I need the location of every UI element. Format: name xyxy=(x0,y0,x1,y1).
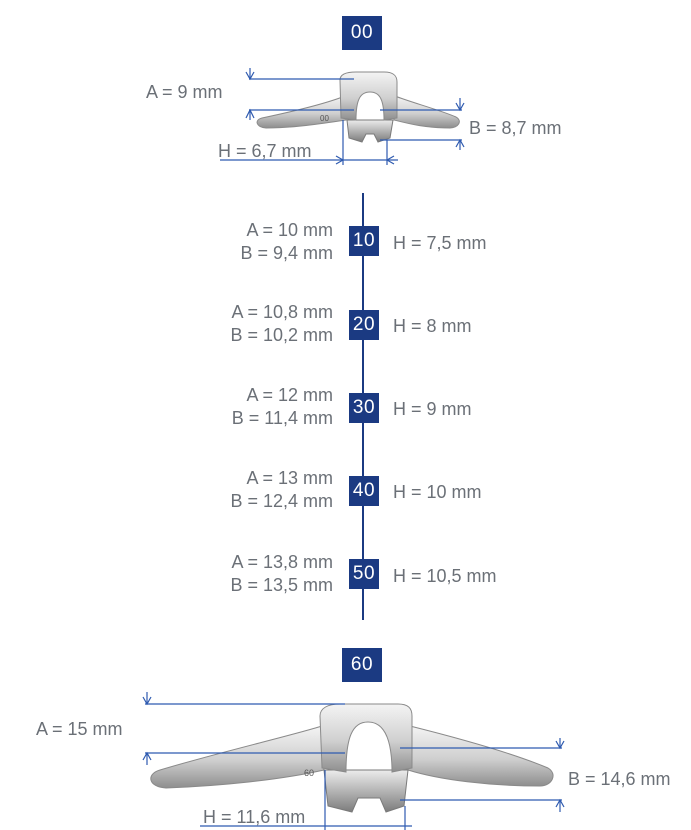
size-badge-10: 10 xyxy=(349,226,379,256)
dimension-b-label-00: B = 8,7 mm xyxy=(469,118,562,138)
dimension-h-label-50: H = 10,5 mm xyxy=(393,566,497,586)
dimension-a-label-60: A = 15 mm xyxy=(36,719,123,739)
dimension-a-label-00: A = 9 mm xyxy=(146,82,223,102)
size-badge-50: 50 xyxy=(349,559,379,589)
product-size-00: 00 xyxy=(256,71,460,143)
dimension-h-label-30: H = 9 mm xyxy=(393,399,472,419)
dimension-a-label-30: A = 12 mm xyxy=(246,385,333,405)
product-size-60: 60 xyxy=(150,703,554,813)
dimension-a-label-20: A = 10,8 mm xyxy=(231,302,333,322)
svg-text:00: 00 xyxy=(320,114,329,123)
size-badge-30: 30 xyxy=(349,393,379,423)
dimension-h-label-20: H = 8 mm xyxy=(393,316,472,336)
dimension-lines-top xyxy=(220,68,465,165)
size-badge-00: 00 xyxy=(342,16,382,50)
dimension-b-label-60: B = 14,6 mm xyxy=(568,769,671,789)
dimension-h-label-10: H = 7,5 mm xyxy=(393,233,487,253)
dimension-lines-bottom xyxy=(142,692,565,830)
dimension-b-label-30: B = 11,4 mm xyxy=(231,408,333,428)
dimension-b-label-20: B = 10,2 mm xyxy=(230,325,333,345)
dimension-h-label-00: H = 6,7 mm xyxy=(218,141,312,161)
dimension-b-label-50: B = 13,5 mm xyxy=(230,575,333,595)
svg-text:60: 60 xyxy=(304,768,314,778)
dimension-a-label-10: A = 10 mm xyxy=(246,220,333,240)
dimension-b-label-40: B = 12,4 mm xyxy=(230,491,333,511)
dimension-h-label-60: H = 11,6 mm xyxy=(203,807,306,827)
dimension-b-label-10: B = 9,4 mm xyxy=(240,243,333,263)
dimension-a-label-50: A = 13,8 mm xyxy=(231,552,333,572)
size-badge-20: 20 xyxy=(349,310,379,340)
dimension-a-label-40: A = 13 mm xyxy=(246,468,333,488)
dimension-h-label-40: H = 10 mm xyxy=(393,482,482,502)
size-badge-40: 40 xyxy=(349,476,379,506)
size-badge-60: 60 xyxy=(342,648,382,682)
